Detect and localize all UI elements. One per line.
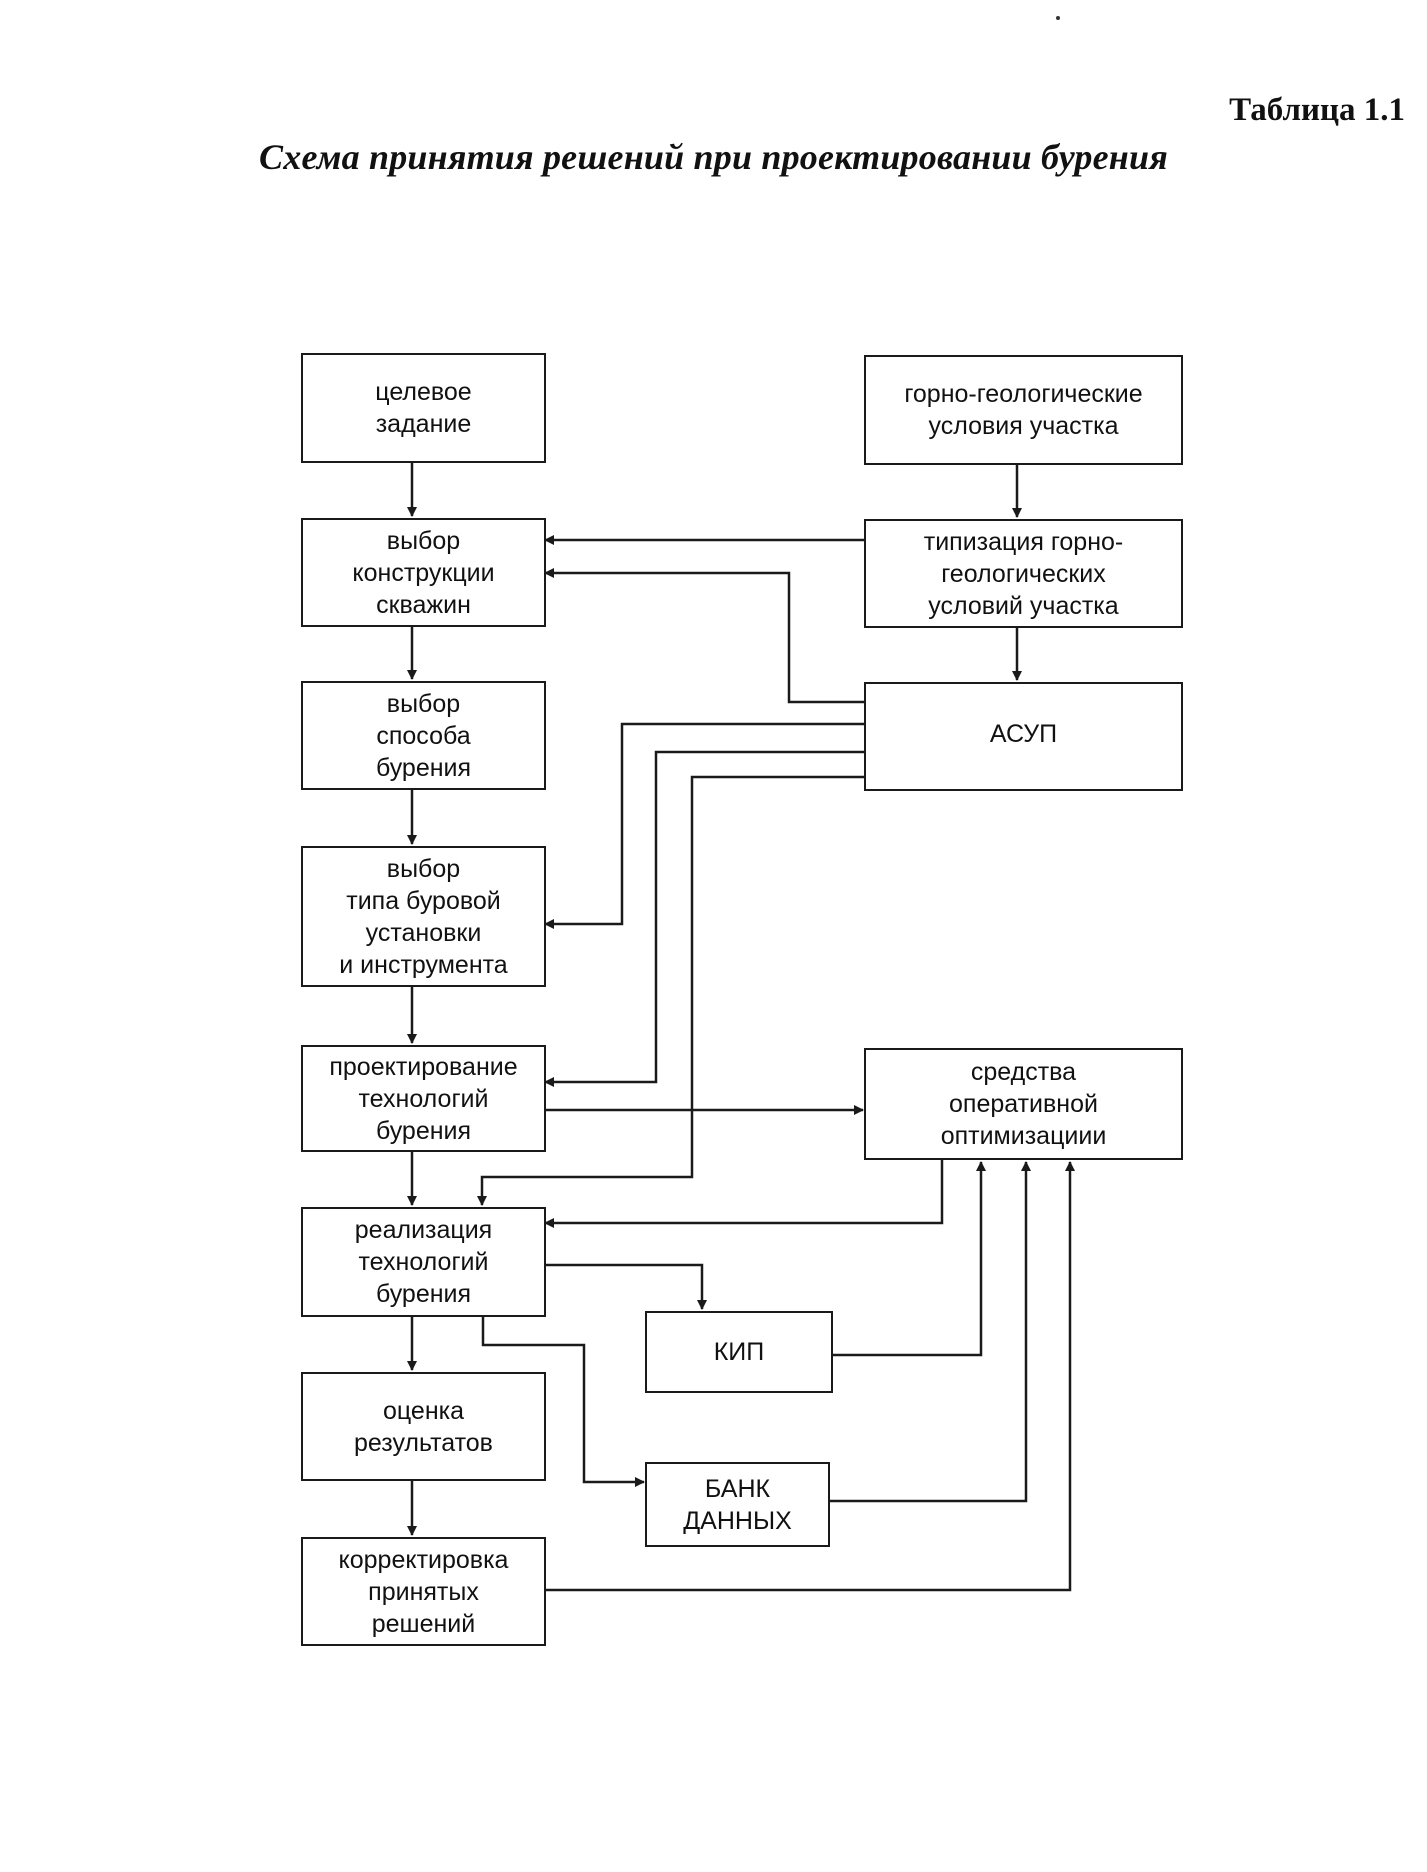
node-tech-design: проектирование технологий бурения <box>301 1045 546 1152</box>
node-data-bank: БАНК ДАННЫХ <box>645 1462 830 1547</box>
edge-implementation-to-databank <box>481 1317 645 1487</box>
node-geo-typing: типизация горно- геологических условий у… <box>864 519 1183 628</box>
node-tech-implementation: реализация технологий бурения <box>301 1207 546 1317</box>
edge-implementation-to-kip <box>545 1263 707 1310</box>
edge-asup-to-implementation <box>477 775 864 1206</box>
node-drilling-method: выбор способа бурения <box>301 681 546 790</box>
edge-optimization-to-implementation <box>544 1160 944 1228</box>
node-results-evaluation: оценка результатов <box>301 1372 546 1481</box>
node-target-task: целевое задание <box>301 353 546 463</box>
scan-dot <box>1056 16 1060 20</box>
edge-asup-to-well-design <box>544 568 864 704</box>
edge-databank-to-optimization <box>830 1161 1031 1503</box>
node-decision-correction: корректировка принятых решений <box>301 1537 546 1646</box>
node-kip: КИП <box>645 1311 833 1393</box>
edge-kip-to-optimization <box>833 1161 986 1357</box>
node-optimization: средства оперативной оптимизациии <box>864 1048 1183 1160</box>
edge-correction-to-optimization <box>545 1161 1075 1592</box>
node-well-design: выбор конструкции скважин <box>301 518 546 627</box>
node-geo-conditions: горно-геологические условия участка <box>864 355 1183 465</box>
page-title: Схема принятия решений при проектировани… <box>259 137 1168 177</box>
table-label: Таблица 1.1 <box>1229 92 1405 128</box>
edge-asup-to-tech-design <box>544 750 864 1087</box>
node-rig-type: выбор типа буровой установки и инструмен… <box>301 846 546 987</box>
node-asup: АСУП <box>864 682 1183 791</box>
edge-asup-to-rig <box>544 722 864 929</box>
